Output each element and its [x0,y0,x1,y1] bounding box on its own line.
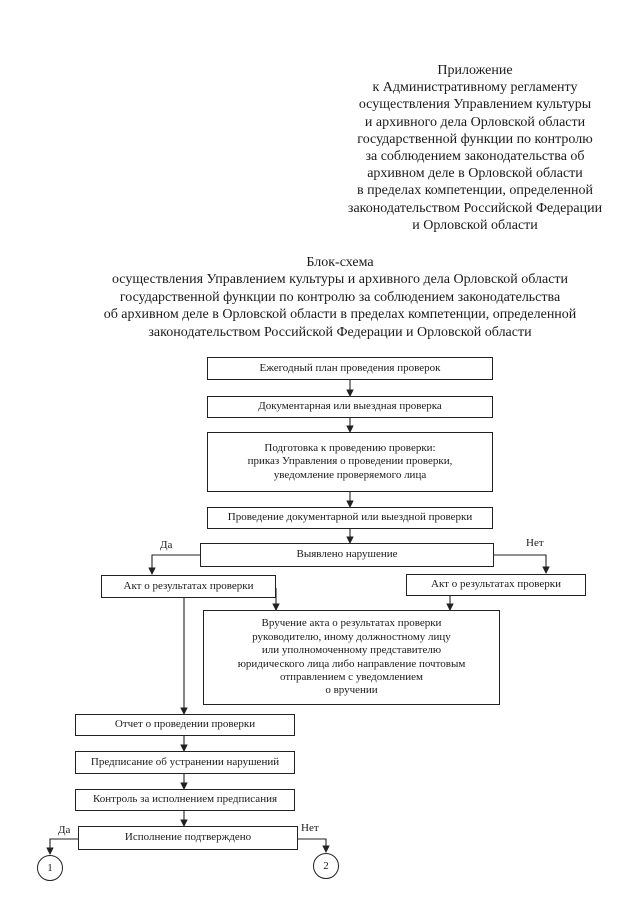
delivery-line: отправлением с уведомлением [279,670,424,683]
title-line: законодательством Российской Федерации и… [148,324,532,340]
conducting-box: Проведение документарной или выездной пр… [207,507,493,529]
yes-label-2: Да [58,824,71,836]
report-box: Отчет о проведении проверки [75,714,295,736]
flowchart-title: Блок-схема осуществления Управлением кул… [40,254,640,341]
act-left-box: Акт о результатах проверки [101,575,276,598]
execution-confirmed-box: Исполнение подтверждено [78,826,298,850]
act-right-text: Акт о результатах проверки [431,578,561,591]
appendix-line: осуществления Управлением культуры [358,97,592,113]
appendix-line: и архивного дела Орловской области [364,114,586,130]
report-text: Отчет о проведении проверки [114,718,256,731]
preparation-line: уведомление проверяемого лица [273,468,427,481]
order-text: Предписание об устранении нарушений [90,755,280,768]
appendix-header: Приложение к Административному регламент… [330,62,620,234]
connector-1-text: 1 [47,862,53,874]
preparation-box: Подготовка к проведению проверки: приказ… [207,432,493,492]
arrow-execution-no [298,838,330,853]
execution-confirmed-text: Исполнение подтверждено [124,831,252,844]
no-label: Нет [526,537,544,549]
act-left-text: Акт о результатах проверки [123,579,254,592]
appendix-line: за соблюдением законодательства об [365,149,585,165]
preparation-line: Подготовка к проведению проверки: [264,441,436,454]
order-box: Предписание об устранении нарушений [75,751,295,774]
delivery-line: юридического лица либо направление почто… [237,657,466,670]
title-line: государственной функции по контролю за с… [119,289,561,305]
delivery-line: о вручении [325,684,378,697]
delivery-line: руководителю, иному должностному лицу [252,630,451,643]
check-type-box: Документарная или выездная проверка [207,396,493,418]
connector-2-text: 2 [323,860,329,872]
delivery-box: Вручение акта о результатах проверки рук… [203,610,500,705]
connector-1-circle: 1 [37,855,63,881]
appendix-line: архивном деле в Орловской области [367,166,583,182]
appendix-line: к Административному регламенту [372,80,578,96]
control-text: Контроль за исполнением предписания [92,793,278,806]
arrow-violation-yes [148,554,200,575]
appendix-line: и Орловской области [412,217,538,233]
check-type-text: Документарная или выездная проверка [258,400,442,413]
appendix-line: в пределах компетенции, определенной [357,183,593,199]
violation-found-box: Выявлено нарушение [200,543,494,567]
arrow-violation-no [494,554,550,574]
title-line: Блок-схема [306,255,374,270]
appendix-line: Приложение [437,63,513,78]
connector-2-circle: 2 [313,853,339,879]
act-right-box: Акт о результатах проверки [406,574,586,596]
appendix-line: законодательством Российской Федерации [347,200,603,216]
delivery-line: Вручение акта о результатах проверки [261,617,442,630]
arrow-execution-yes [46,838,78,855]
no-label-2: Нет [301,822,319,834]
yes-label: Да [160,539,173,551]
conducting-text: Проведение документарной или выездной пр… [227,511,473,524]
violation-found-text: Выявлено нарушение [296,548,398,561]
annual-plan-text: Ежегодный план проведения проверок [259,361,441,374]
title-line: об архивном деле в Орловской области в п… [103,307,577,323]
delivery-line: или уполномоченному представителю [261,644,442,657]
control-box: Контроль за исполнением предписания [75,789,295,811]
appendix-line: государственной функции по контролю [357,131,593,147]
title-line: осуществления Управлением культуры и арх… [111,272,569,288]
preparation-line: приказ Управления о проведении проверки, [247,455,453,468]
annual-plan-box: Ежегодный план проведения проверок [207,357,493,380]
